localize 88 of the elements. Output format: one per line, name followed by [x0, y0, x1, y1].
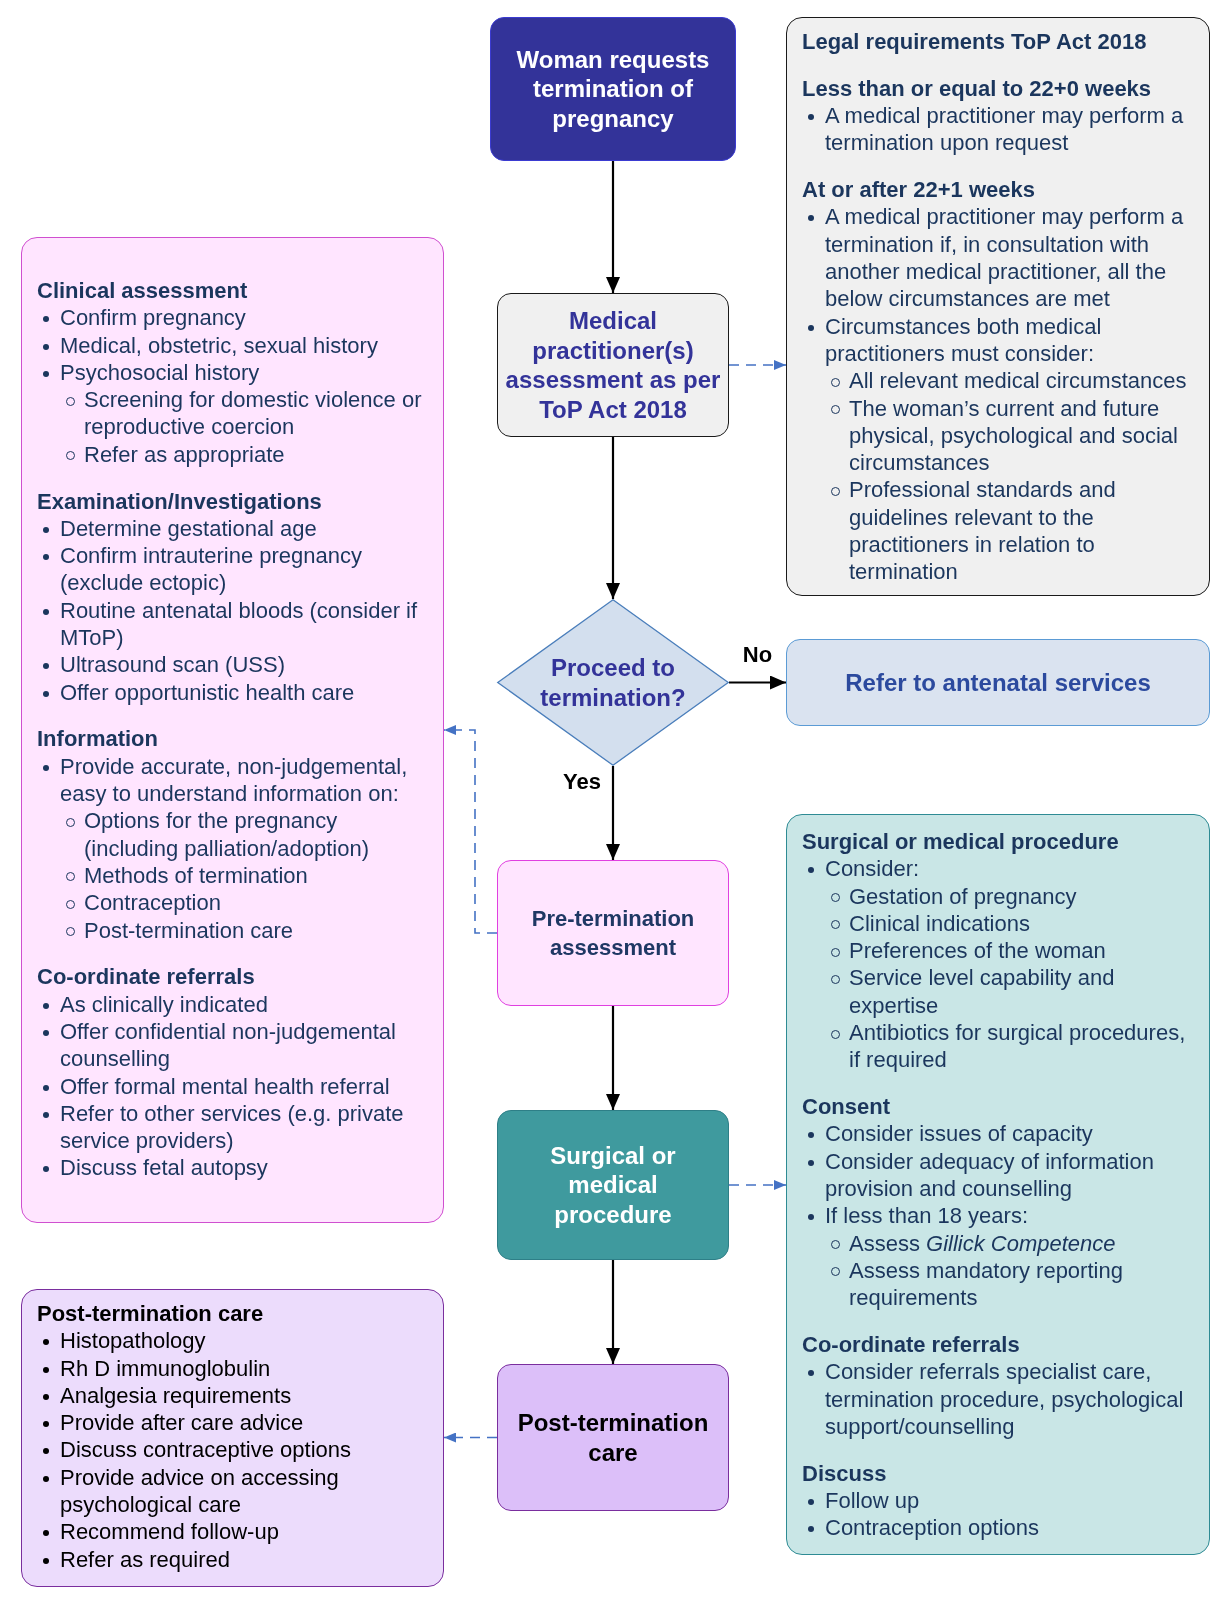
bullet-item: Consider referrals specialist care, termination procedure, psychological support/counselling [802, 1358, 1201, 1441]
section-heading: Less than or equal to 22+0 weeks [802, 74, 1153, 103]
section-heading: Surgical or medical procedure [802, 828, 1120, 856]
process-box [497, 293, 729, 437]
sub-bullet-item: Contraception [37, 889, 435, 917]
bullet-item: Offer formal mental health referral [37, 1072, 435, 1100]
bullet-item: Medical, obstetric, sexual history [37, 331, 435, 359]
bullet-item: Discuss fetal autopsy [37, 1154, 435, 1182]
box-label: Pre-termination assessment [530, 904, 696, 962]
bullet-item: Refer to other services (e.g. private service providers) [37, 1099, 435, 1155]
box-label: Proceed to termination? [539, 653, 687, 712]
sub-bullet-item: Gestation of pregnancy [802, 882, 1201, 910]
bullet-item: Consider issues of capacity [802, 1120, 1201, 1148]
bullet-item: A medical practitioner may perform a termination if, in consultation with another medical practitioner, all the below circumstances are met [802, 203, 1201, 313]
bullet-item: Contraception options [802, 1514, 1201, 1542]
section-heading: Examination/Investigations [37, 487, 323, 515]
sub-bullet-item: The woman’s current and future physical, psychological and social circumstances [802, 394, 1201, 477]
bullet-item: Offer confidential non-judgemental counselling [37, 1017, 435, 1073]
bullet-item: Confirm pregnancy [37, 304, 435, 332]
process-box [497, 1364, 729, 1511]
sub-bullet-item: Assess mandatory reporting requirements [802, 1256, 1201, 1312]
arrow [606, 1006, 620, 1110]
sub-bullet-item: Assess Gillick Competence [802, 1229, 1201, 1257]
arrow [606, 161, 620, 293]
info-panel [786, 17, 1210, 596]
arrow [606, 1260, 620, 1364]
section-heading: Discuss [802, 1459, 888, 1488]
sub-bullet-item: Options for the pregnancy (including palliation/adoption) [37, 807, 435, 862]
section-heading: Consent [802, 1093, 891, 1121]
section-heading: Clinical assessment [37, 277, 249, 305]
process-box [490, 17, 736, 161]
arrow [606, 437, 620, 599]
bullet-item: Determine gestational age [37, 514, 435, 543]
section-heading: Co-ordinate referrals [37, 963, 256, 991]
info-panel [21, 237, 444, 1223]
box-label: Woman requests termination of pregnancy [515, 44, 711, 134]
info-panel [786, 814, 1210, 1555]
process-box [497, 860, 729, 1006]
bullet-item: Consider: [802, 855, 1201, 883]
bullet-item: Analgesia requirements [37, 1381, 435, 1410]
sub-bullet-item: All relevant medical circumstances [802, 367, 1201, 395]
bullet-item: Consider adequacy of information provision and counselling [802, 1147, 1201, 1203]
bullet-item: Offer opportunistic health care [37, 678, 435, 706]
arrow [729, 675, 786, 690]
bullet-item: Refer as required [37, 1545, 435, 1573]
section-heading: Information [37, 725, 159, 753]
bullet-item: Recommend follow-up [37, 1518, 435, 1546]
dashed-arrow [728, 1180, 787, 1190]
decision-diamond [497, 599, 729, 766]
bullet-item: Rh D immunoglobulin [37, 1354, 435, 1382]
section-heading: At or after 22+1 weeks [802, 176, 1036, 204]
bullet-item: Provide accurate, non-judgemental, easy to understand information on: [37, 752, 435, 808]
bullet-item: Routine antenatal bloods (consider if MToP) [37, 596, 435, 652]
bullet-item: If less than 18 years: [802, 1202, 1201, 1230]
box-label: Post-termination care [516, 1408, 710, 1467]
box-label: Refer to antenatal services [845, 667, 1151, 698]
sub-bullet-item: Methods of termination [37, 861, 435, 890]
info-panel [21, 1289, 444, 1587]
bullet-item: As clinically indicated [37, 990, 435, 1018]
sub-bullet-item: Clinical indications [802, 909, 1201, 938]
bullet-item: Confirm intrauterine pregnancy (exclude ectopic) [37, 542, 435, 597]
sub-bullet-item: Screening for domestic violence or reproductive coercion [37, 386, 435, 441]
bullet-item: Discuss contraceptive options [37, 1436, 435, 1464]
section-heading: Co-ordinate referrals [802, 1331, 1021, 1359]
bullet-item: Histopathology [37, 1327, 435, 1355]
sub-bullet-item: Refer as appropriate [37, 440, 435, 469]
process-box [497, 1110, 729, 1260]
section-heading: Legal requirements ToP Act 2018 [802, 28, 1148, 56]
bullet-item: Psychosocial history [37, 358, 435, 387]
bullet-item: Ultrasound scan (USS) [37, 651, 435, 679]
sub-bullet-item: Preferences of the woman [802, 937, 1201, 965]
bullet-item: Circumstances both medical practitioners must consider: [802, 312, 1201, 368]
terminal-box [786, 639, 1210, 726]
sub-bullet-item: Service level capability and expertise [802, 964, 1201, 1020]
dashed-arrow [443, 1432, 498, 1443]
sub-bullet-item: Post-termination care [37, 916, 435, 944]
sub-bullet-item: Antibiotics for surgical procedures, if required [802, 1019, 1201, 1074]
bullet-item: Provide after care advice [37, 1409, 435, 1437]
sub-bullet-item: Professional standards and guidelines relevant to the practitioners in relation to termination [802, 476, 1201, 586]
bullet-item: Follow up [802, 1487, 1201, 1515]
bullet-item: Provide advice on accessing psychological care [37, 1463, 435, 1519]
dashed-arrow [443, 725, 498, 934]
box-label: Medical practitioner(s) assessment as per ToP Act 2018 [504, 306, 722, 424]
arrow [606, 766, 620, 860]
section-heading: Post-termination care [37, 1300, 265, 1328]
box-label: Surgical or medical procedure [549, 1140, 677, 1230]
dashed-arrow [728, 360, 787, 370]
bullet-item: A medical practitioner may perform a termination upon request [802, 102, 1201, 157]
